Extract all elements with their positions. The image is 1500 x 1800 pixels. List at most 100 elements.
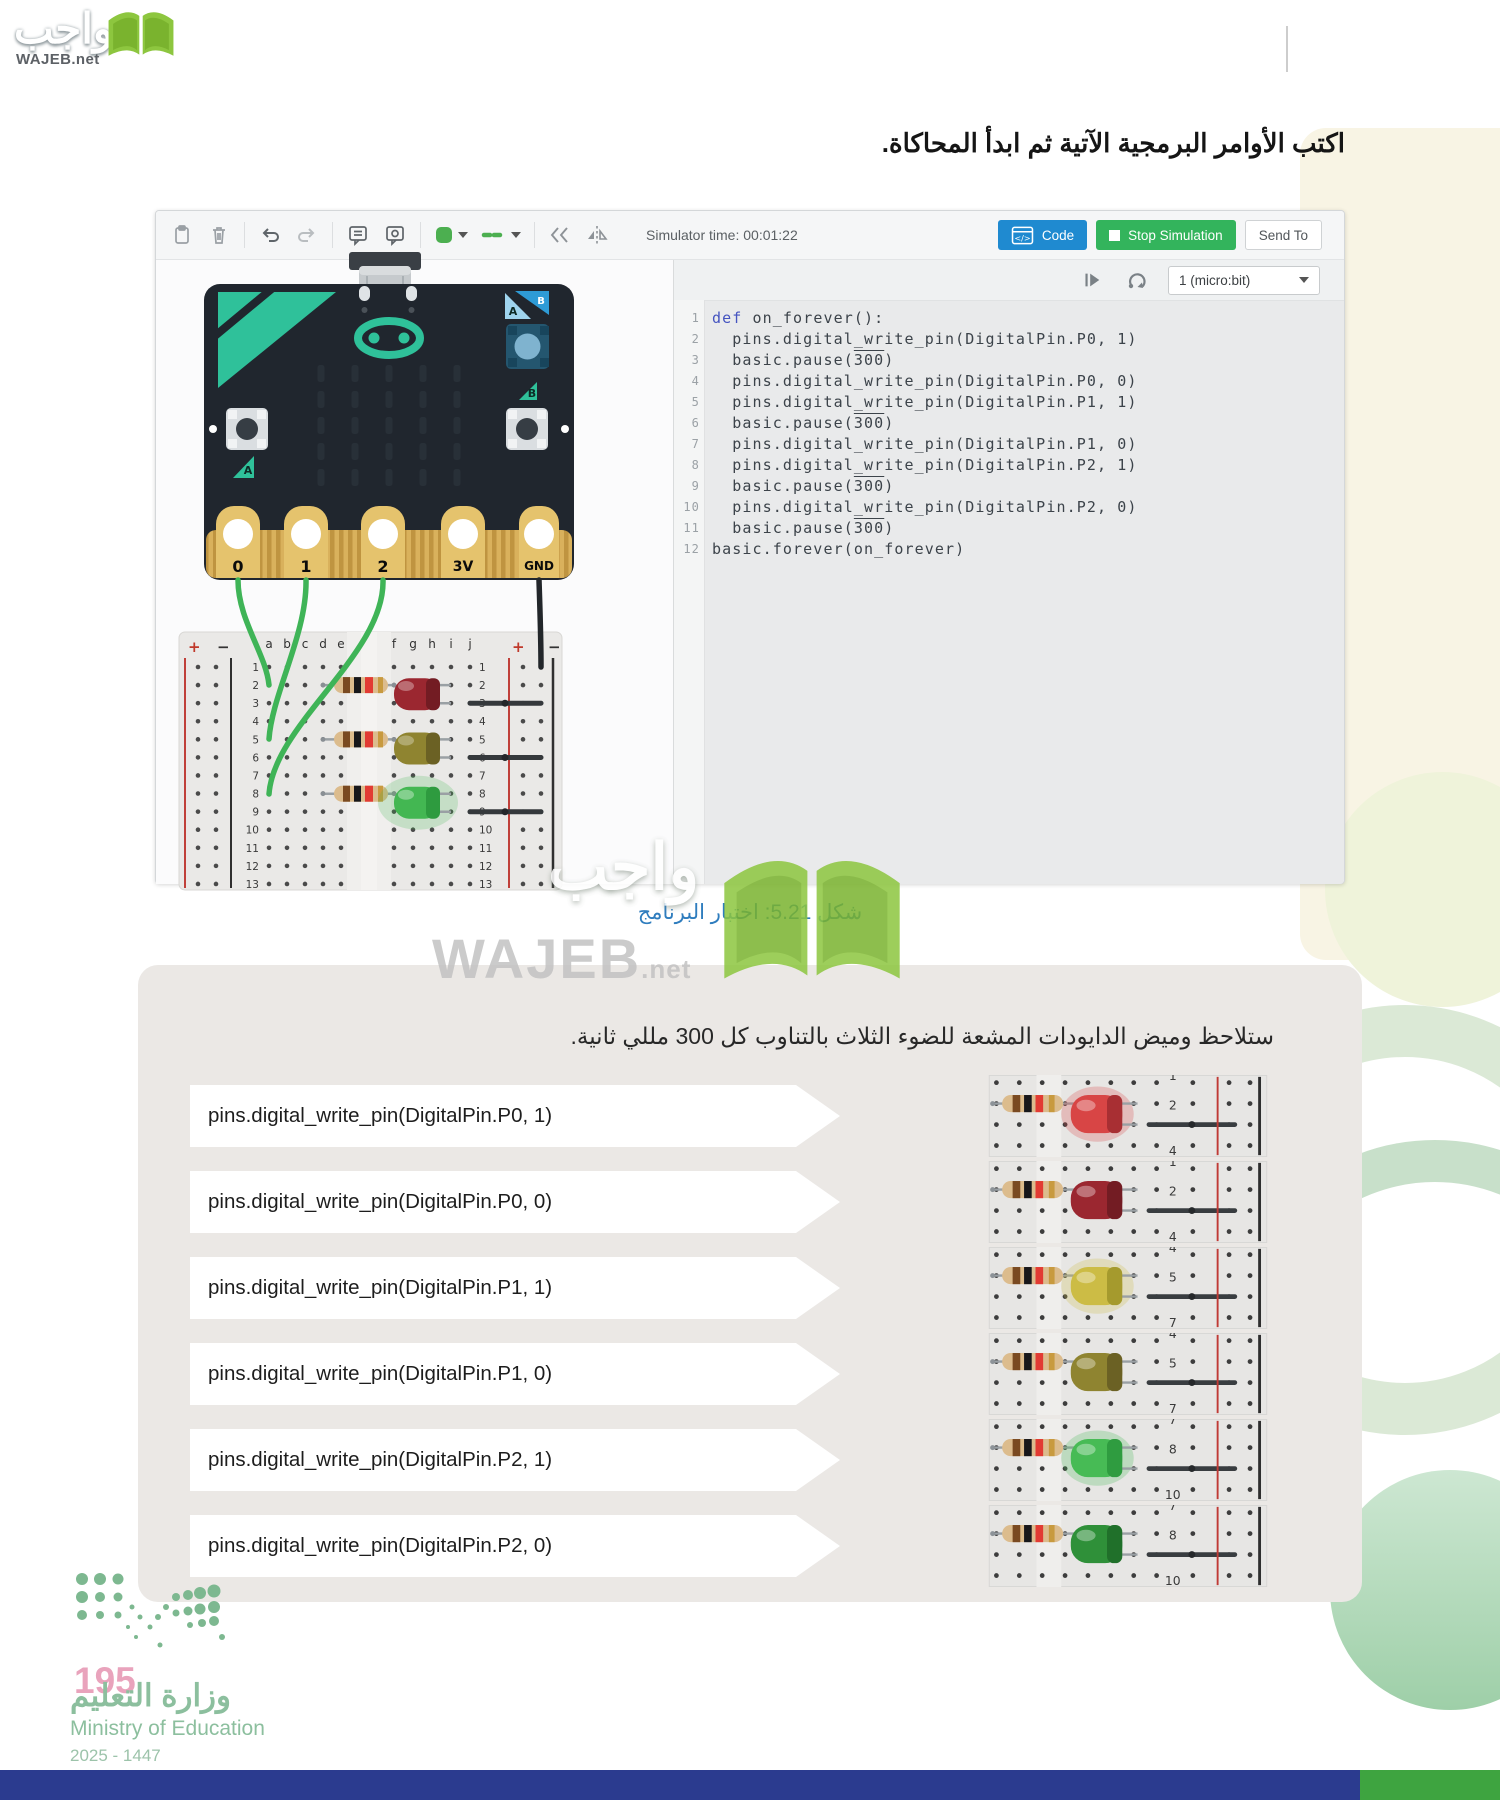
svg-text:1: 1 — [1169, 1161, 1177, 1169]
resistor — [990, 1439, 1087, 1457]
wire-color-swatch[interactable] — [434, 225, 468, 245]
svg-text:12: 12 — [246, 861, 259, 873]
result-row: pins.digital_write_pin(DigitalPin.P1, 0) — [190, 1331, 1274, 1417]
button-a[interactable] — [226, 408, 268, 450]
svg-text:B: B — [537, 296, 545, 307]
result-row: pins.digital_write_pin(DigitalPin.P2, 1) — [190, 1417, 1274, 1503]
svg-text:3: 3 — [252, 698, 259, 710]
resistor — [320, 785, 397, 802]
label-b-triangle — [519, 382, 537, 400]
circuit-workspace: A B B — [156, 252, 673, 891]
resistor — [320, 731, 397, 748]
ministry-name-english: Ministry of Education — [70, 1717, 265, 1740]
svg-text:13: 13 — [246, 879, 259, 891]
microbit-logo — [354, 317, 424, 359]
pin-gnd[interactable]: GND — [519, 506, 559, 578]
code-line: 7 pins.digital_write_pin(DigitalPin.P1, … — [691, 435, 1138, 453]
svg-text:12: 12 — [479, 861, 492, 873]
svg-text:7: 7 — [479, 770, 486, 782]
simulator-body: A B B — [156, 252, 1344, 891]
wajeb-logo: واجب WAJEB.net — [12, 4, 202, 82]
decor-tick-line — [1286, 26, 1288, 72]
step-icon[interactable] — [1080, 268, 1104, 292]
toolbar-divider — [332, 222, 333, 248]
led — [1070, 1353, 1138, 1392]
code-line: 4 pins.digital_write_pin(DigitalPin.P0, … — [691, 372, 1138, 390]
wajeb-brand-english: WAJEB.net — [16, 51, 100, 68]
svg-text:1: 1 — [479, 662, 486, 674]
rotate-icon[interactable] — [548, 223, 572, 247]
led — [1070, 1181, 1138, 1220]
restart-icon[interactable] — [1124, 268, 1148, 292]
svg-text:5: 5 — [479, 734, 486, 746]
code-banner: pins.digital_write_pin(DigitalPin.P0, 0) — [190, 1171, 840, 1233]
edition-year: 2025 - 1447 — [70, 1746, 161, 1765]
send-to-button[interactable]: Send To — [1244, 220, 1322, 250]
code-line: 10 pins.digital_write_pin(DigitalPin.P2,… — [683, 498, 1138, 516]
resistor — [990, 1095, 1087, 1113]
delete-icon[interactable] — [207, 223, 231, 247]
svg-text:6: 6 — [252, 752, 259, 764]
jumper-wire — [1146, 1379, 1238, 1387]
svg-text:+: + — [188, 638, 201, 656]
device-select[interactable]: 1 (micro:bit) — [1168, 265, 1320, 295]
svg-text:8: 8 — [479, 789, 486, 801]
pin-1[interactable]: 1 — [284, 506, 328, 578]
undo-icon[interactable] — [258, 223, 282, 247]
svg-text:13: 13 — [479, 879, 492, 891]
wire-pin0[interactable] — [235, 577, 272, 688]
led-yellow — [394, 732, 451, 765]
flip-icon[interactable] — [585, 223, 609, 247]
wire-pin2[interactable] — [266, 577, 386, 797]
svg-text:4: 4 — [1169, 1143, 1177, 1157]
svg-text:A: A — [244, 464, 253, 477]
page-number: 195 — [74, 1660, 136, 1701]
led — [1070, 1095, 1138, 1134]
touch-logo-button[interactable]: A B — [505, 291, 549, 369]
redo-icon[interactable] — [295, 223, 319, 247]
notes-icon[interactable] — [346, 223, 370, 247]
wire-gnd[interactable] — [536, 577, 544, 670]
svg-text:4: 4 — [252, 716, 259, 728]
svg-text:10: 10 — [246, 825, 259, 837]
svg-text:f: f — [392, 637, 397, 651]
stop-icon — [1109, 229, 1121, 241]
wire-pin1[interactable] — [266, 577, 309, 742]
toolbar-actions: </> Code Stop Simulation Send To — [997, 220, 1322, 250]
note-text: ستلاحظ وميض الدايودات المشعة للضوء الثلا… — [570, 1023, 1275, 1049]
svg-text:10: 10 — [1165, 1487, 1181, 1501]
wajeb-brand-arabic: واجب — [14, 5, 114, 52]
code-banner: pins.digital_write_pin(DigitalPin.P2, 0) — [190, 1515, 840, 1577]
code-banner: pins.digital_write_pin(DigitalPin.P0, 1) — [190, 1085, 840, 1147]
svg-text:7: 7 — [1169, 1419, 1177, 1427]
svg-text:d: d — [319, 637, 327, 651]
svg-text:8: 8 — [1169, 1441, 1177, 1456]
code-button[interactable]: </> Code — [997, 220, 1088, 250]
banner-code-text: pins.digital_write_pin(DigitalPin.P1, 0) — [208, 1362, 553, 1385]
footer: 195 وزارة التعليم Ministry of Education … — [70, 1565, 350, 1766]
label-icon[interactable] — [383, 223, 407, 247]
pin-3v[interactable]: 3V — [441, 506, 485, 578]
svg-text:4: 4 — [479, 716, 486, 728]
breadboard-thumbnail: 4 5 7 — [988, 1247, 1268, 1329]
results-panel: ستلاحظ وميض الدايودات المشعة للضوء الثلا… — [138, 965, 1362, 1602]
wire-style-swatch[interactable] — [481, 225, 521, 245]
button-b[interactable] — [506, 408, 548, 450]
svg-text:2: 2 — [479, 680, 486, 692]
code-banner: pins.digital_write_pin(DigitalPin.P2, 1) — [190, 1429, 840, 1491]
stop-simulation-button[interactable]: Stop Simulation — [1096, 220, 1236, 250]
svg-text:7: 7 — [1169, 1505, 1177, 1513]
code-banner: pins.digital_write_pin(DigitalPin.P1, 0) — [190, 1343, 840, 1405]
svg-text:11: 11 — [479, 843, 492, 855]
breadboard-thumbnail: 4 5 7 — [988, 1333, 1268, 1415]
svg-text:−: − — [217, 638, 230, 656]
pin-2[interactable]: 2 — [361, 506, 405, 578]
svg-text:1: 1 — [252, 662, 259, 674]
pin-0[interactable]: 0 — [216, 506, 260, 578]
code-line: 3 basic.pause(300) — [691, 351, 895, 369]
paste-icon[interactable] — [170, 223, 194, 247]
